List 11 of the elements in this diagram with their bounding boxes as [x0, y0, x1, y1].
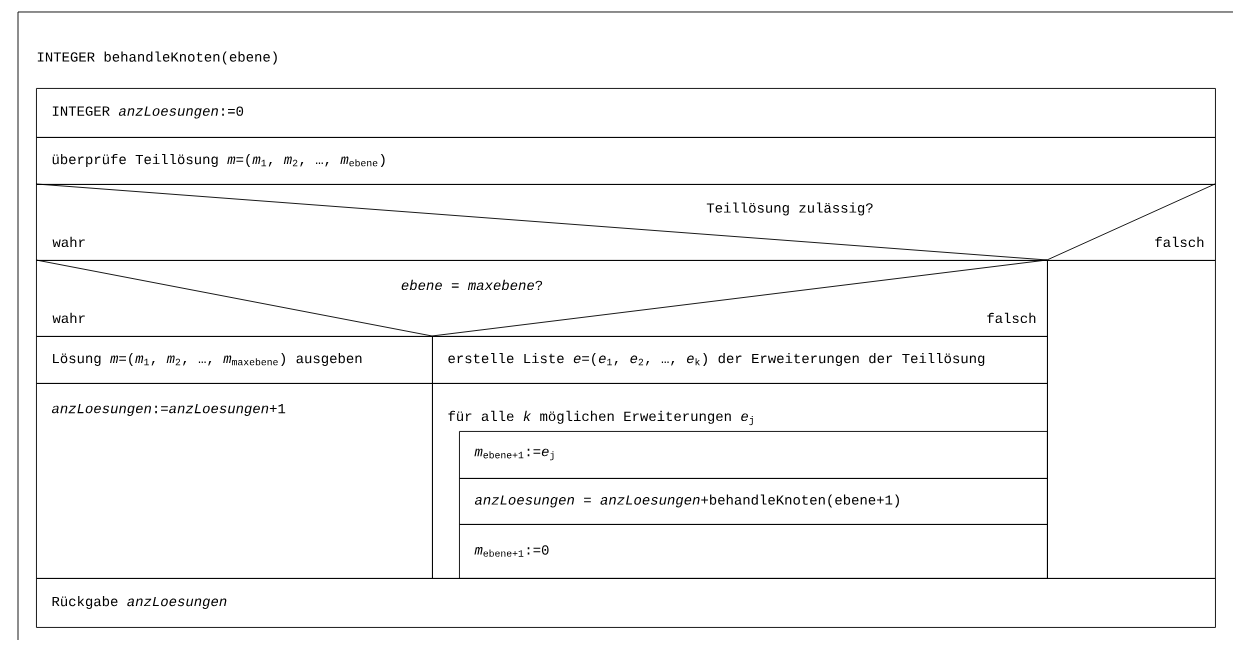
statement-box: Rückgabe anzLoesungen [36, 578, 1216, 628]
statement-box: überprüfe Teillösung m=(m$_{1}$, m$_{2}$, …, m$_{ebene}$) [36, 137, 1216, 185]
statement-box: anzLoesungen = anzLoesungen+behandleKnoten(ebene+1) [459, 478, 1048, 525]
statement-box: anzLoesungen:=anzLoesungen+1 [36, 383, 433, 579]
statement-box: Lösung m=(m$_{1}$, m$_{2}$, …, m$_{maxebene}$) ausgeben [36, 336, 433, 384]
statement-box [1047, 260, 1216, 579]
statement-box: m$_{ebene+1}$:=e$_{j}$ [459, 431, 1048, 479]
statement-box: m$_{ebene+1}$:=0 [459, 524, 1048, 579]
statement-box: INTEGER anzLoesungen:=0 [36, 88, 1216, 138]
decision-band: Teillösung zulässig? wahr falsch [35, 183, 1216, 261]
statement-box: erstelle Liste e=(e$_{1}$, e$_{2}$, …, e$_{k}$) der Erweiterungen der Teillösung [432, 336, 1048, 384]
